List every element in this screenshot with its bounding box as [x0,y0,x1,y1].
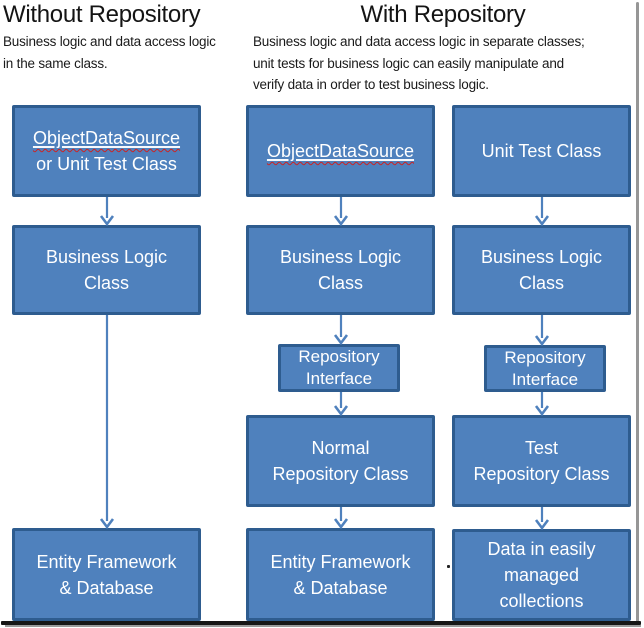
entity-framework-database-box-left: Entity Framework & Database [12,528,201,621]
box-label-line: Class [83,273,129,293]
description-line: unit tests for business logic can easily… [253,55,564,71]
box-label-line: Normal [311,438,370,458]
stray-period-mark: . [447,565,450,568]
down-arrow-icon [99,315,114,530]
box-label-line: collections [499,591,584,611]
objectdatasource-or-unit-test-class-box: ObjectDataSource or Unit Test Class [12,105,201,197]
image-bottom-shadow [5,624,641,627]
box-label-line: ObjectDataSource [267,138,414,164]
entity-framework-database-box-middle: Entity Framework & Database [246,528,435,621]
without-repository-description: Business logic and data access logic in … [3,31,216,74]
description-line: verify data in order to test business lo… [253,77,489,92]
image-right-border [636,2,639,625]
box-label-line: Class [518,273,564,293]
description-line: Business logic and data access logic [3,34,216,49]
box-label-line: ObjectDataSource [33,125,180,151]
image-bottom-border [1,621,641,625]
down-arrow-icon [534,197,549,227]
box-label-line: Business Logic [480,247,603,267]
down-arrow-icon [534,507,549,531]
box-label-line: Repository Class [272,464,409,484]
box-label-line: Repository [504,347,586,367]
box-label-line: Repository Class [473,464,610,484]
down-arrow-icon [99,197,114,227]
without-repository-title: Without Repository [3,1,201,28]
description-line: in the same class. [3,55,108,71]
down-arrow-icon [534,392,549,417]
test-repository-class-box: Test Repository Class [452,415,631,507]
down-arrow-icon [333,315,348,346]
box-label-line: Class [317,273,363,293]
box-label-line: Test [524,438,558,458]
box-label-line: Business Logic [279,247,402,267]
normal-repository-class-box: Normal Repository Class [246,415,435,507]
box-label-line: Data in easily [487,539,596,559]
unit-test-class-box: Unit Test Class [452,105,631,197]
down-arrow-icon [333,392,348,417]
box-label-line: Interface [511,369,579,389]
misspelled-word: ObjectDataSource [266,141,415,161]
with-repository-title: With Repository [360,1,526,28]
box-label-line: Unit Test Class [481,141,602,161]
misspelled-word: ObjectDataSource [32,128,181,148]
repository-interface-box-middle: Repository Interface [278,344,400,392]
box-label-line: Interface [305,369,373,388]
with-repository-description: Business logic and data access logic in … [253,31,585,96]
down-arrow-icon [333,197,348,227]
box-label-line: managed [503,565,580,585]
box-label-line: Business Logic [45,247,168,267]
business-logic-class-box-left: Business Logic Class [12,225,201,315]
objectdatasource-box: ObjectDataSource [246,105,435,197]
box-label-line: Entity Framework [36,551,177,572]
box-label-line: & Database [59,577,154,598]
box-label-line: Entity Framework [270,551,411,572]
box-label-line: & Database [293,577,388,598]
box-label-line: Repository [298,347,380,366]
data-collections-box: Data in easily managed collections [452,529,631,621]
box-label-line: or Unit Test Class [36,154,177,174]
business-logic-class-box-middle: Business Logic Class [246,225,435,315]
repository-interface-box-right: Repository Interface [484,345,606,392]
business-logic-class-box-right: Business Logic Class [452,225,631,315]
down-arrow-icon [534,315,549,347]
description-line: Business logic and data access logic in … [253,34,585,49]
down-arrow-icon [333,507,348,530]
